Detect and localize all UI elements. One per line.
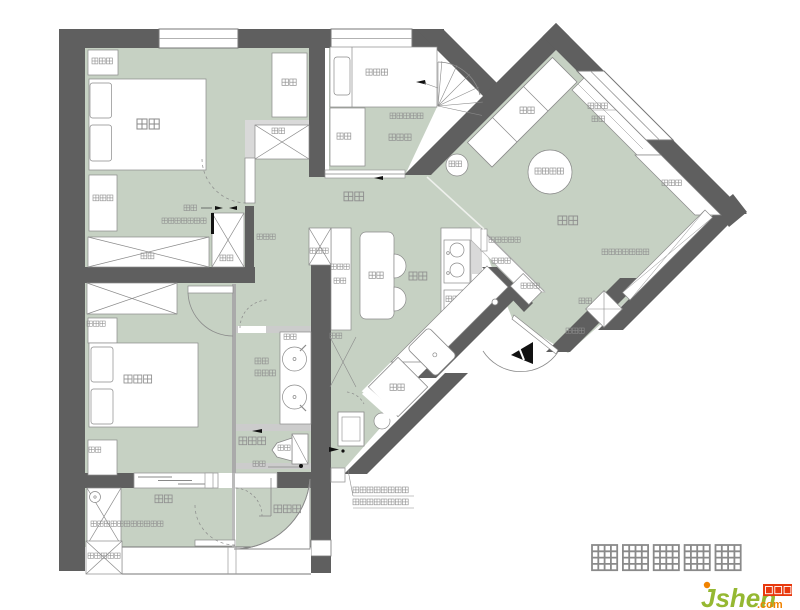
- svg-text:.com: .com: [757, 599, 783, 610]
